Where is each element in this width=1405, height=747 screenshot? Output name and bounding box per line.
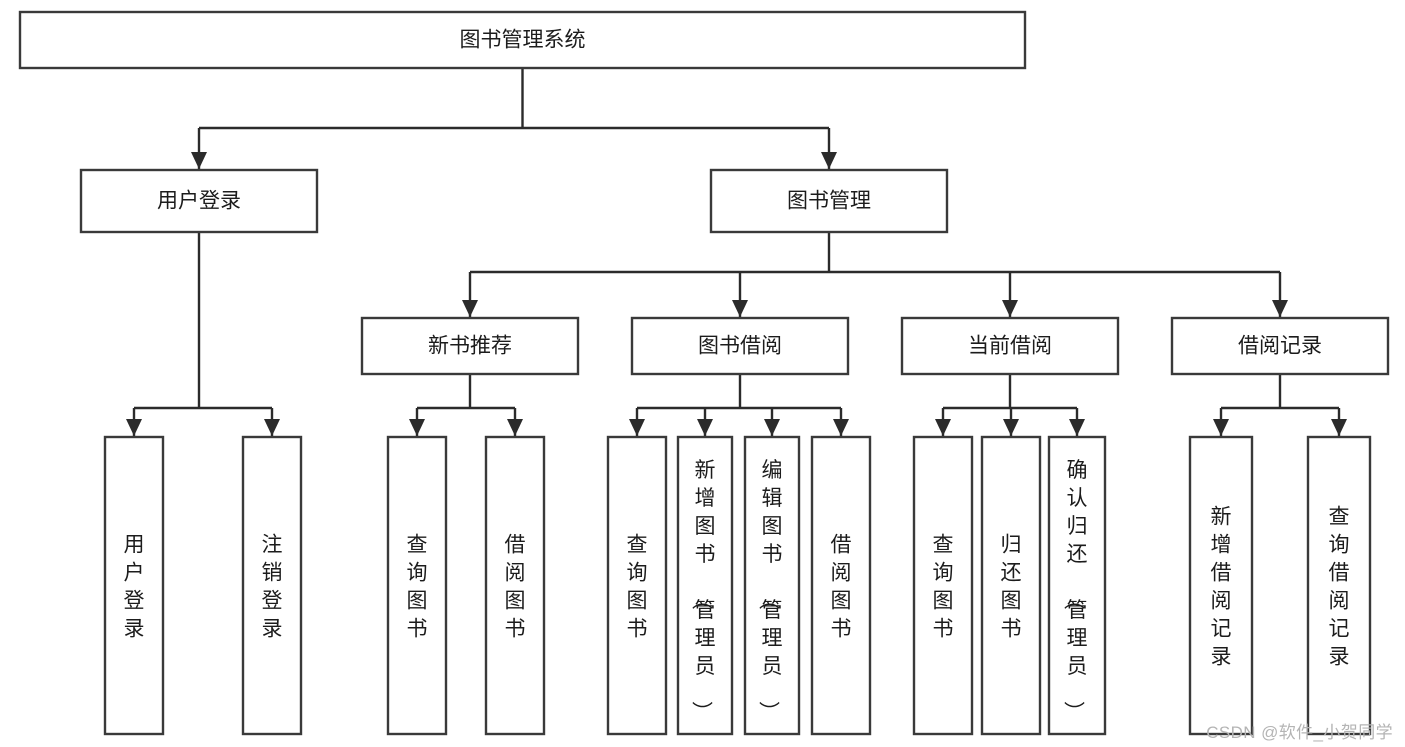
node-leaf-rec-query-book[interactable]: 查询图书: [386, 435, 448, 736]
arrow-head-icon: [821, 152, 837, 169]
node-label-leaf-bb-query-book: 查询图书: [627, 533, 648, 640]
node-box-leaf-br-add-record[interactable]: [1188, 435, 1254, 736]
node-label-user-login: 用户登录: [157, 190, 241, 213]
node-book-borrow[interactable]: 图书借阅: [630, 316, 850, 376]
node-label-new-book-recommend: 新书推荐: [428, 335, 512, 358]
arrow-head-icon: [126, 419, 142, 436]
node-label-root: 图书管理系统: [460, 29, 586, 52]
node-leaf-bb-query-book[interactable]: 查询图书: [606, 435, 668, 736]
node-leaf-user-login[interactable]: 用户登录: [103, 435, 165, 736]
node-leaf-rec-borrow-book[interactable]: 借阅图书: [484, 435, 546, 736]
csdn-watermark: CSDN @软件_小贺同学: [1206, 723, 1393, 742]
node-box-user-login[interactable]: [79, 168, 319, 234]
node-box-leaf-cb-confirm-return[interactable]: [1047, 435, 1107, 736]
arrow-head-icon: [1331, 419, 1347, 436]
node-box-leaf-br-query-record[interactable]: [1306, 435, 1372, 736]
arrow-head-icon: [264, 419, 280, 436]
node-leaf-cb-query-book[interactable]: 查询图书: [912, 435, 974, 736]
node-leaf-br-add-record[interactable]: 新增借阅记录: [1188, 435, 1254, 736]
arrow-head-icon: [1003, 419, 1019, 436]
arrow-head-icon: [409, 419, 425, 436]
node-label-leaf-bb-edit-book: 编辑图书（管理员）: [757, 459, 783, 722]
node-label-leaf-cb-query-book: 查询图书: [933, 533, 954, 640]
node-leaf-cb-confirm-return[interactable]: 确认归还（管理员）: [1047, 435, 1107, 736]
arrow-head-icon: [1069, 419, 1085, 436]
node-new-book-recommend[interactable]: 新书推荐: [360, 316, 580, 376]
node-label-current-borrow: 当前借阅: [968, 335, 1052, 358]
node-label-leaf-br-query-record: 查询借阅记录: [1329, 505, 1350, 668]
node-label-leaf-rec-borrow-book: 借阅图书: [505, 533, 526, 640]
node-box-leaf-cb-query-book[interactable]: [912, 435, 974, 736]
node-box-leaf-bb-query-book[interactable]: [606, 435, 668, 736]
node-box-current-borrow[interactable]: [900, 316, 1120, 376]
node-borrow-record[interactable]: 借阅记录: [1170, 316, 1390, 376]
arrow-head-icon: [697, 419, 713, 436]
arrow-head-icon: [833, 419, 849, 436]
node-label-leaf-user-login: 用户登录: [124, 533, 145, 640]
node-box-leaf-rec-borrow-book[interactable]: [484, 435, 546, 736]
node-current-borrow[interactable]: 当前借阅: [900, 316, 1120, 376]
node-box-new-book-recommend[interactable]: [360, 316, 580, 376]
node-label-leaf-bb-add-book: 新增图书（管理员）: [690, 459, 716, 722]
node-box-book-borrow[interactable]: [630, 316, 850, 376]
node-box-root[interactable]: [18, 10, 1027, 70]
node-label-book-borrow: 图书借阅: [698, 335, 782, 358]
node-label-leaf-user-logout: 注销登录: [262, 533, 283, 640]
node-root[interactable]: 图书管理系统: [18, 10, 1027, 70]
arrow-head-icon: [462, 300, 478, 317]
node-label-book-management: 图书管理: [787, 190, 871, 213]
node-box-leaf-rec-query-book[interactable]: [386, 435, 448, 736]
arrow-head-icon: [507, 419, 523, 436]
node-book-management[interactable]: 图书管理: [709, 168, 949, 234]
node-user-login[interactable]: 用户登录: [79, 168, 319, 234]
arrow-head-icon: [1002, 300, 1018, 317]
node-box-leaf-bb-edit-book[interactable]: [743, 435, 801, 736]
node-leaf-user-logout[interactable]: 注销登录: [241, 435, 303, 736]
node-label-leaf-cb-return-book: 归还图书: [1001, 533, 1022, 640]
arrow-head-icon: [732, 300, 748, 317]
node-label-leaf-br-add-record: 新增借阅记录: [1211, 505, 1232, 668]
node-box-leaf-bb-borrow-book[interactable]: [810, 435, 872, 736]
node-box-borrow-record[interactable]: [1170, 316, 1390, 376]
node-leaf-bb-borrow-book[interactable]: 借阅图书: [810, 435, 872, 736]
node-label-leaf-cb-confirm-return: 确认归还（管理员）: [1062, 459, 1088, 722]
node-box-leaf-user-logout[interactable]: [241, 435, 303, 736]
node-box-leaf-user-login[interactable]: [103, 435, 165, 736]
node-box-leaf-cb-return-book[interactable]: [980, 435, 1042, 736]
node-leaf-bb-add-book[interactable]: 新增图书（管理员）: [676, 435, 734, 736]
arrow-head-icon: [629, 419, 645, 436]
nodes-layer: 图书管理系统用户登录图书管理新书推荐图书借阅当前借阅借阅记录用户登录注销登录查询…: [18, 10, 1390, 736]
node-label-leaf-rec-query-book: 查询图书: [407, 533, 428, 640]
arrow-head-icon: [191, 152, 207, 169]
arrow-head-icon: [1213, 419, 1229, 436]
node-label-leaf-bb-borrow-book: 借阅图书: [831, 533, 852, 640]
arrow-head-icon: [1272, 300, 1288, 317]
node-box-leaf-bb-add-book[interactable]: [676, 435, 734, 736]
node-leaf-br-query-record[interactable]: 查询借阅记录: [1306, 435, 1372, 736]
connectors-layer: [126, 68, 1347, 436]
arrow-head-icon: [764, 419, 780, 436]
node-box-book-management[interactable]: [709, 168, 949, 234]
node-leaf-bb-edit-book[interactable]: 编辑图书（管理员）: [743, 435, 801, 736]
arrow-head-icon: [935, 419, 951, 436]
node-leaf-cb-return-book[interactable]: 归还图书: [980, 435, 1042, 736]
node-label-borrow-record: 借阅记录: [1238, 335, 1322, 358]
